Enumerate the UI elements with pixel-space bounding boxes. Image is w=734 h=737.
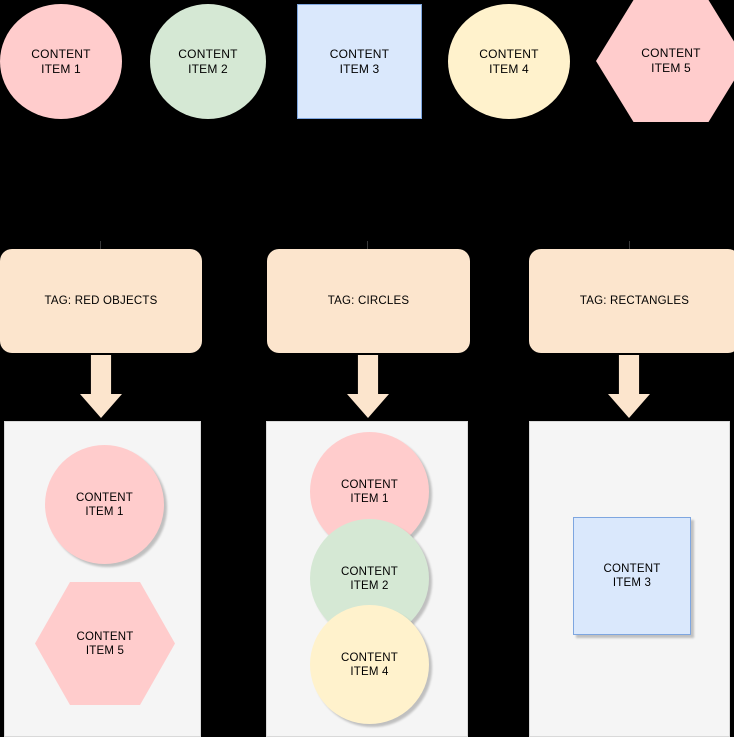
arrow-circles xyxy=(347,355,389,418)
tag-circles[interactable]: TAG: CIRCLES xyxy=(267,249,470,353)
arrow-red-objects xyxy=(80,355,122,418)
source-items-row: CONTENT ITEM 1 CONTENT ITEM 2 CONTENT IT… xyxy=(0,0,734,130)
tag-circles-label: TAG: CIRCLES xyxy=(327,295,410,307)
bucket-rectangles-item-3[interactable]: CONTENT ITEM 3 xyxy=(573,517,691,635)
bucket-circles-item-4-label: CONTENT ITEM 4 xyxy=(341,651,398,678)
bucket-circles-item-4[interactable]: CONTENT ITEM 4 xyxy=(310,605,429,724)
source-item-1[interactable]: CONTENT ITEM 1 xyxy=(0,4,122,119)
tag-red-objects[interactable]: TAG: RED OBJECTS xyxy=(0,249,202,353)
tag-connector-red-objects xyxy=(100,241,101,251)
bucket-rectangles: CONTENT ITEM 3 xyxy=(529,421,730,737)
source-item-3[interactable]: CONTENT ITEM 3 xyxy=(297,4,422,119)
source-item-5[interactable]: CONTENT ITEM 5 xyxy=(596,0,734,122)
tag-connector-circles xyxy=(367,241,368,251)
source-item-4[interactable]: CONTENT ITEM 4 xyxy=(448,4,570,119)
bucket-circles: CONTENT ITEM 1 CONTENT ITEM 2 CONTENT IT… xyxy=(266,421,468,737)
bucket-circles-item-2-label: CONTENT ITEM 2 xyxy=(341,565,398,592)
bucket-red-objects-item-5-label: CONTENT ITEM 5 xyxy=(76,630,134,657)
tag-connector-rectangles xyxy=(629,241,630,251)
bucket-circles-item-1-label: CONTENT ITEM 1 xyxy=(341,478,398,505)
bucket-red-objects-item-1-label: CONTENT ITEM 1 xyxy=(76,491,133,518)
bucket-rectangles-item-3-label: CONTENT ITEM 3 xyxy=(603,563,661,589)
source-item-2[interactable]: CONTENT ITEM 2 xyxy=(150,4,266,119)
source-item-1-label: CONTENT ITEM 1 xyxy=(31,46,91,76)
tag-rectangles[interactable]: TAG: RECTANGLES xyxy=(529,249,734,353)
tags-row: TAG: RED OBJECTS TAG: CIRCLES TAG: RECTA… xyxy=(0,241,734,353)
tag-rectangles-label: TAG: RECTANGLES xyxy=(579,295,690,307)
bucket-red-objects: CONTENT ITEM 1 CONTENT ITEM 5 xyxy=(4,421,201,737)
source-item-3-label: CONTENT ITEM 3 xyxy=(329,46,390,76)
tag-red-objects-label: TAG: RED OBJECTS xyxy=(44,295,158,307)
bucket-red-objects-item-5[interactable]: CONTENT ITEM 5 xyxy=(35,582,175,705)
bucket-red-objects-item-1[interactable]: CONTENT ITEM 1 xyxy=(45,445,164,564)
source-item-2-label: CONTENT ITEM 2 xyxy=(178,46,238,76)
source-item-4-label: CONTENT ITEM 4 xyxy=(479,46,539,76)
arrow-rectangles xyxy=(608,355,650,418)
source-item-5-label: CONTENT ITEM 5 xyxy=(641,46,701,75)
